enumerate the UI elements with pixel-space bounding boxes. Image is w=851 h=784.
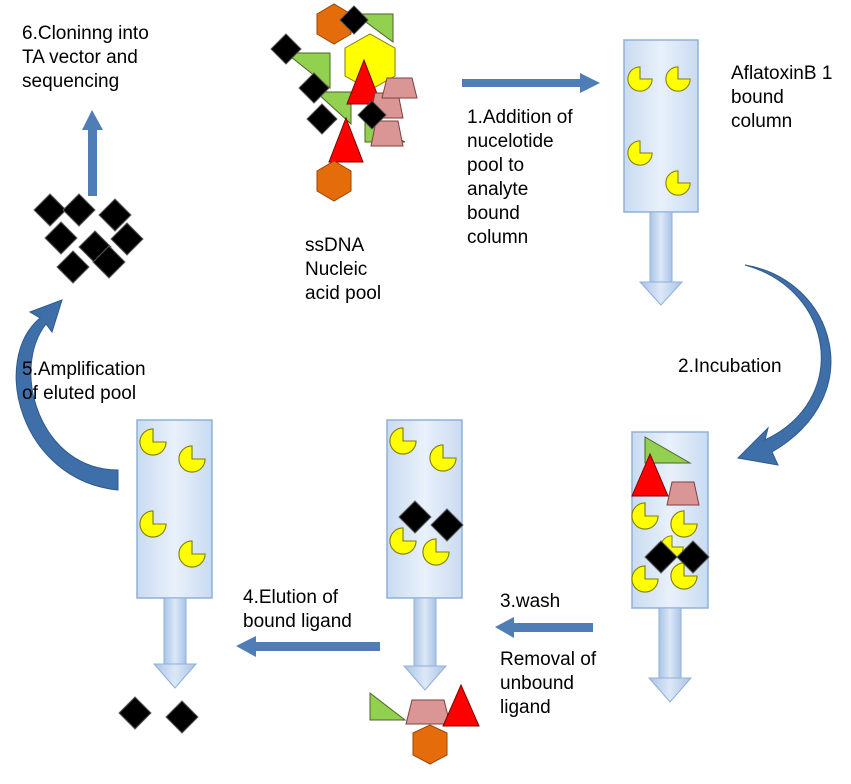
label-step2: 2.Incubation [678, 356, 782, 377]
label-step5: 5.Amplification of eluted pool [22, 359, 146, 404]
column-eluted [136, 419, 213, 689]
label-column: AflatoxinB 1 bound column [731, 63, 833, 132]
label-step6: 6.Cloninng into TA vector and sequencing [22, 23, 149, 92]
arrow-step6 [82, 110, 103, 196]
label-step1: 1.Addition of nucelotide pool to analyte… [467, 107, 573, 248]
arrow-step3 [495, 617, 593, 638]
eluted-diamonds [118, 696, 199, 734]
unbound-ligand [369, 683, 480, 765]
amplified-diamonds [33, 193, 144, 284]
label-step3-detail: Removal of unbound ligand [500, 649, 597, 718]
arrow-step4 [236, 636, 380, 657]
label-pool: ssDNA Nucleic acid pool [305, 235, 382, 304]
ssdna-pool [270, 3, 418, 202]
column-incubation [631, 431, 710, 703]
curve-arrow-step2 [736, 264, 832, 466]
arrow-step1 [462, 73, 600, 93]
column-washed [386, 419, 464, 691]
label-step3: 3.wash [500, 591, 561, 612]
column-aflatoxin [623, 39, 699, 306]
label-step4: 4.Elution of bound ligand [243, 587, 352, 632]
curve-arrow-step5 [15, 299, 119, 491]
